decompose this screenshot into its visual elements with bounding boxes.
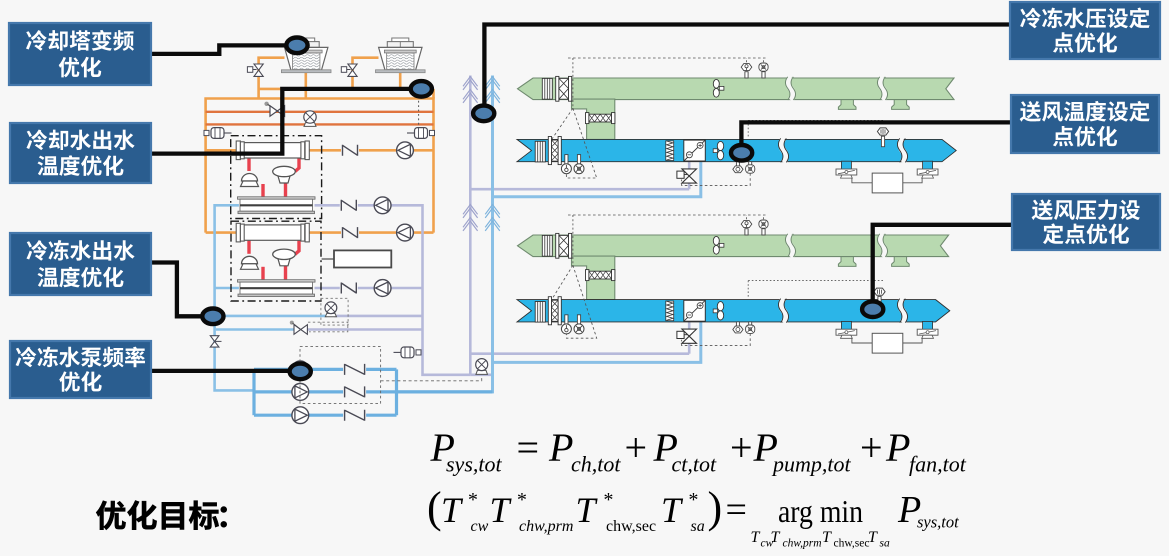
svg-text:chw,sec: chw,sec (834, 538, 870, 550)
svg-text:pump,tot: pump,tot (771, 452, 852, 477)
svg-text:T: T (751, 529, 761, 546)
svg-text:P: P (548, 425, 573, 470)
svg-text:sa: sa (880, 538, 890, 550)
svg-text:chw,sec: chw,sec (606, 518, 656, 535)
svg-text:T: T (576, 490, 599, 530)
svg-text:=: = (517, 425, 540, 470)
svg-text:T: T (441, 490, 464, 530)
svg-text:P: P (753, 425, 778, 470)
svg-text:T: T (661, 490, 684, 530)
svg-text:chw,prm: chw,prm (783, 538, 822, 550)
svg-text:*: * (516, 489, 526, 511)
svg-text:cw: cw (471, 518, 489, 535)
svg-text:fan,tot: fan,tot (909, 452, 967, 477)
svg-text:(: ( (427, 483, 442, 532)
svg-text:P: P (885, 425, 910, 470)
svg-text:ch,tot: ch,tot (571, 452, 621, 477)
svg-text:sa: sa (691, 518, 705, 535)
svg-text:+: + (625, 425, 648, 470)
svg-text:arg min: arg min (778, 493, 863, 529)
svg-text:T: T (771, 529, 781, 546)
svg-text:sys,tot: sys,tot (917, 513, 959, 532)
svg-text:ct,tot: ct,tot (672, 452, 717, 477)
svg-text:sys,tot: sys,tot (446, 452, 503, 477)
svg-text:cw: cw (761, 538, 774, 550)
svg-text:P: P (430, 425, 455, 470)
svg-text:+: + (730, 425, 753, 470)
svg-text:chw,prm: chw,prm (519, 518, 573, 535)
svg-text:+: + (860, 425, 883, 470)
svg-text:*: * (603, 489, 613, 511)
svg-text:T: T (868, 529, 878, 546)
svg-text:): ) (708, 483, 723, 532)
svg-text:P: P (897, 489, 921, 531)
svg-text:P: P (653, 425, 678, 470)
svg-text:*: * (688, 489, 698, 511)
svg-text:*: * (467, 489, 477, 511)
svg-text:T: T (490, 490, 513, 530)
svg-text:T: T (822, 529, 832, 546)
svg-text:=: = (726, 489, 747, 531)
